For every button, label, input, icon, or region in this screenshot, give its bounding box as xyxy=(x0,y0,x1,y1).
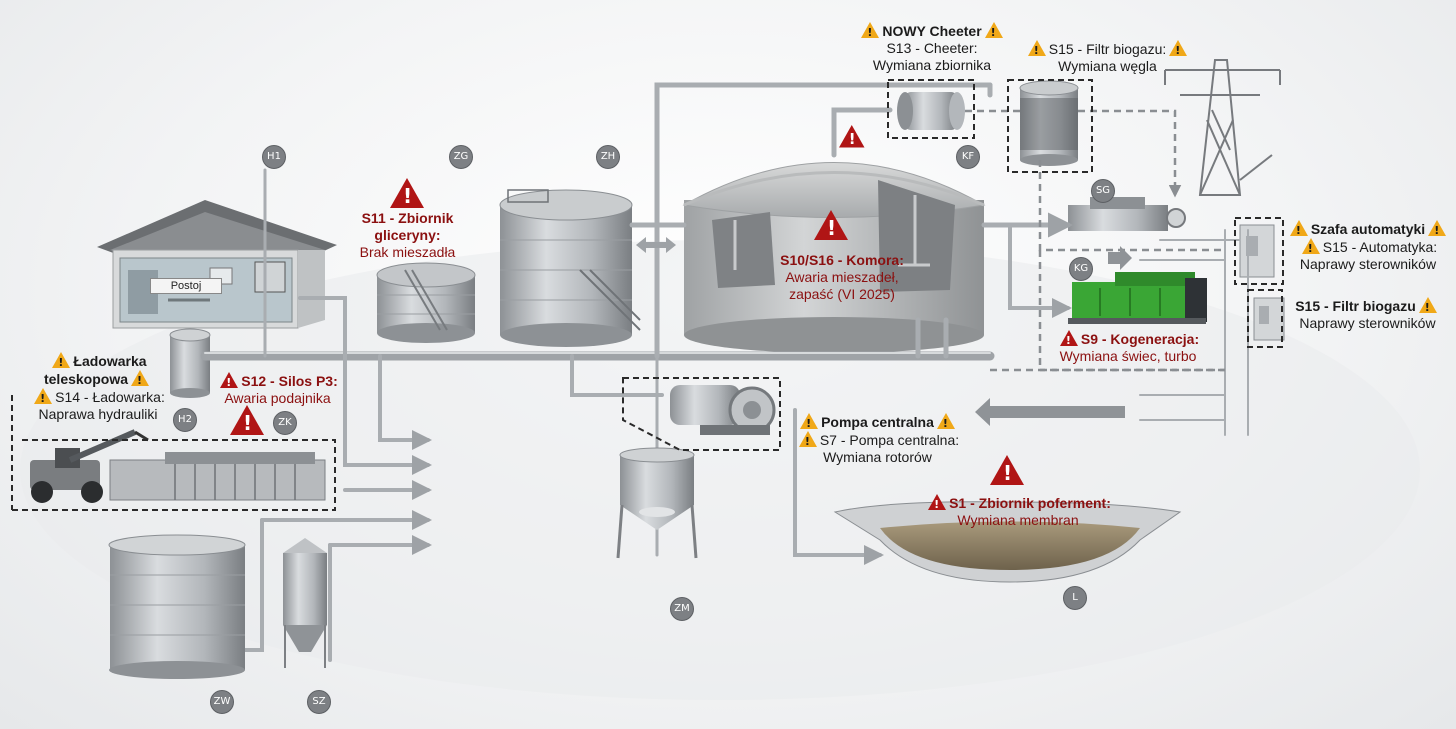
warning-icon xyxy=(1428,220,1446,236)
marker-zw: ZW xyxy=(210,690,234,714)
warning-icon xyxy=(1419,297,1437,313)
marker-l: L xyxy=(1063,586,1087,610)
callout-pump-title: Pompa centralna xyxy=(821,414,934,430)
warning-icon xyxy=(800,413,818,429)
alert-icon-glycerin xyxy=(390,178,424,208)
callout-chp-body: Wymiana świec, turbo xyxy=(1048,348,1208,365)
callout-cheeter: NOWY Cheeter S13 - Cheeter: Wymiana zbio… xyxy=(848,22,1016,74)
callout-glycerin-title1: S11 - Zbiornik xyxy=(345,210,470,227)
callout-digester-body2: zapaść (VI 2025) xyxy=(772,286,912,303)
callout-telehandler-line2: Naprawa hydrauliki xyxy=(18,406,178,423)
callout-glycerin-tank: S11 - Zbiornik gliceryny: Brak mieszadła xyxy=(345,210,470,261)
callout-pump-line1: S7 - Pompa centralna: xyxy=(820,432,959,448)
warning-icon xyxy=(799,431,817,447)
callout-filter-top-line2: Wymiana węgla xyxy=(1020,58,1195,75)
callout-lagoon-body: Wymiana membran xyxy=(918,512,1118,529)
callout-telehandler-title1: Ładowarka xyxy=(73,353,146,369)
callout-cabinet-title: Szafa automatyki xyxy=(1311,221,1425,237)
alert-icon-digester xyxy=(814,210,848,240)
marker-sg: SG xyxy=(1091,179,1115,203)
marker-zh: ZH xyxy=(596,145,620,169)
control-building xyxy=(97,200,337,328)
callout-chp: S9 - Kogeneracja: Wymiana świec, turbo xyxy=(1048,330,1208,365)
building-status-label: Postoj xyxy=(150,278,222,294)
warning-icon xyxy=(52,352,70,368)
marker-zk: ZK xyxy=(273,411,297,435)
warning-icon xyxy=(985,22,1003,38)
callout-filter-right-line1: Naprawy sterowników xyxy=(1285,315,1450,332)
callout-lagoon-title: S1 - Zbiornik poferment: xyxy=(949,495,1111,511)
callout-digester: S10/S16 - Komora: Awaria mieszadeł, zapa… xyxy=(772,252,912,303)
callout-cabinet-line2: Naprawy sterowników xyxy=(1283,256,1453,273)
alert-icon-lagoon xyxy=(990,455,1024,485)
callout-silos-title: S12 - Silos P3: xyxy=(241,373,337,389)
callout-filter-top: S15 - Filtr biogazu: Wymiana węgla xyxy=(1020,40,1195,75)
callout-filter-right: S15 - Filtr biogazu Naprawy sterowników xyxy=(1285,297,1450,332)
warning-icon xyxy=(1028,40,1046,56)
callout-filter-right-title: S15 - Filtr biogazu xyxy=(1295,298,1416,314)
callout-pump: Pompa centralna S7 - Pompa centralna: Wy… xyxy=(790,413,965,466)
glycerin-tank xyxy=(377,263,475,343)
storage-tank-zw xyxy=(109,535,245,679)
marker-zm: ZM xyxy=(670,597,694,621)
callout-cheeter-title: NOWY Cheeter xyxy=(882,23,981,39)
callout-pump-line2: Wymiana rotorów xyxy=(790,449,965,466)
callout-digester-body1: Awaria mieszadeł, xyxy=(772,269,912,286)
callout-lagoon: S1 - Zbiornik poferment: Wymiana membran xyxy=(918,494,1118,529)
marker-kg: KG xyxy=(1069,257,1093,281)
alert-icon-cheeter-pipe xyxy=(839,125,865,148)
carbon-filter xyxy=(1020,81,1078,166)
callout-telehandler-line1: S14 - Ładowarka: xyxy=(55,389,165,405)
callout-cheeter-line2: Wymiana zbiornika xyxy=(848,57,1016,74)
alert-icon xyxy=(928,494,946,510)
cheeter-vessel xyxy=(897,92,965,130)
callout-telehandler: Ładowarka teleskopowa S14 - Ładowarka: N… xyxy=(18,352,178,423)
hydrolysis-tank xyxy=(500,190,640,347)
warning-icon xyxy=(34,388,52,404)
warning-icon xyxy=(1302,238,1320,254)
callout-digester-title: S10/S16 - Komora: xyxy=(772,252,912,269)
alert-icon-silos xyxy=(230,405,264,435)
callout-glycerin-title2: gliceryny: xyxy=(345,227,470,244)
power-pylon xyxy=(1165,60,1280,195)
warning-icon xyxy=(1290,220,1308,236)
callout-cabinet-line1: S15 - Automatyka: xyxy=(1323,239,1437,255)
marker-h1: H1 xyxy=(262,145,286,169)
callout-telehandler-title2: teleskopowa xyxy=(44,371,128,387)
warning-icon xyxy=(937,413,955,429)
marker-sz: SZ xyxy=(307,690,331,714)
callout-cheeter-line1: S13 - Cheeter: xyxy=(848,40,1016,57)
alert-icon xyxy=(1060,330,1078,346)
alert-icon xyxy=(220,372,238,388)
warning-icon xyxy=(1169,40,1187,56)
marker-kf: KF xyxy=(956,145,980,169)
callout-silos-body: Awaria podajnika xyxy=(205,390,350,407)
callout-automation-cabinet: Szafa automatyki S15 - Automatyka: Napra… xyxy=(1283,220,1453,273)
warning-icon xyxy=(861,22,879,38)
callout-silos: S12 - Silos P3: Awaria podajnika xyxy=(205,372,350,407)
callout-glycerin-body: Brak mieszadła xyxy=(345,244,470,261)
callout-filter-top-line1: S15 - Filtr biogazu: xyxy=(1049,41,1167,57)
warning-icon xyxy=(131,370,149,386)
gas-blower-unit xyxy=(1068,197,1185,231)
marker-zg: ZG xyxy=(449,145,473,169)
callout-chp-title: S9 - Kogeneracja: xyxy=(1081,331,1199,347)
